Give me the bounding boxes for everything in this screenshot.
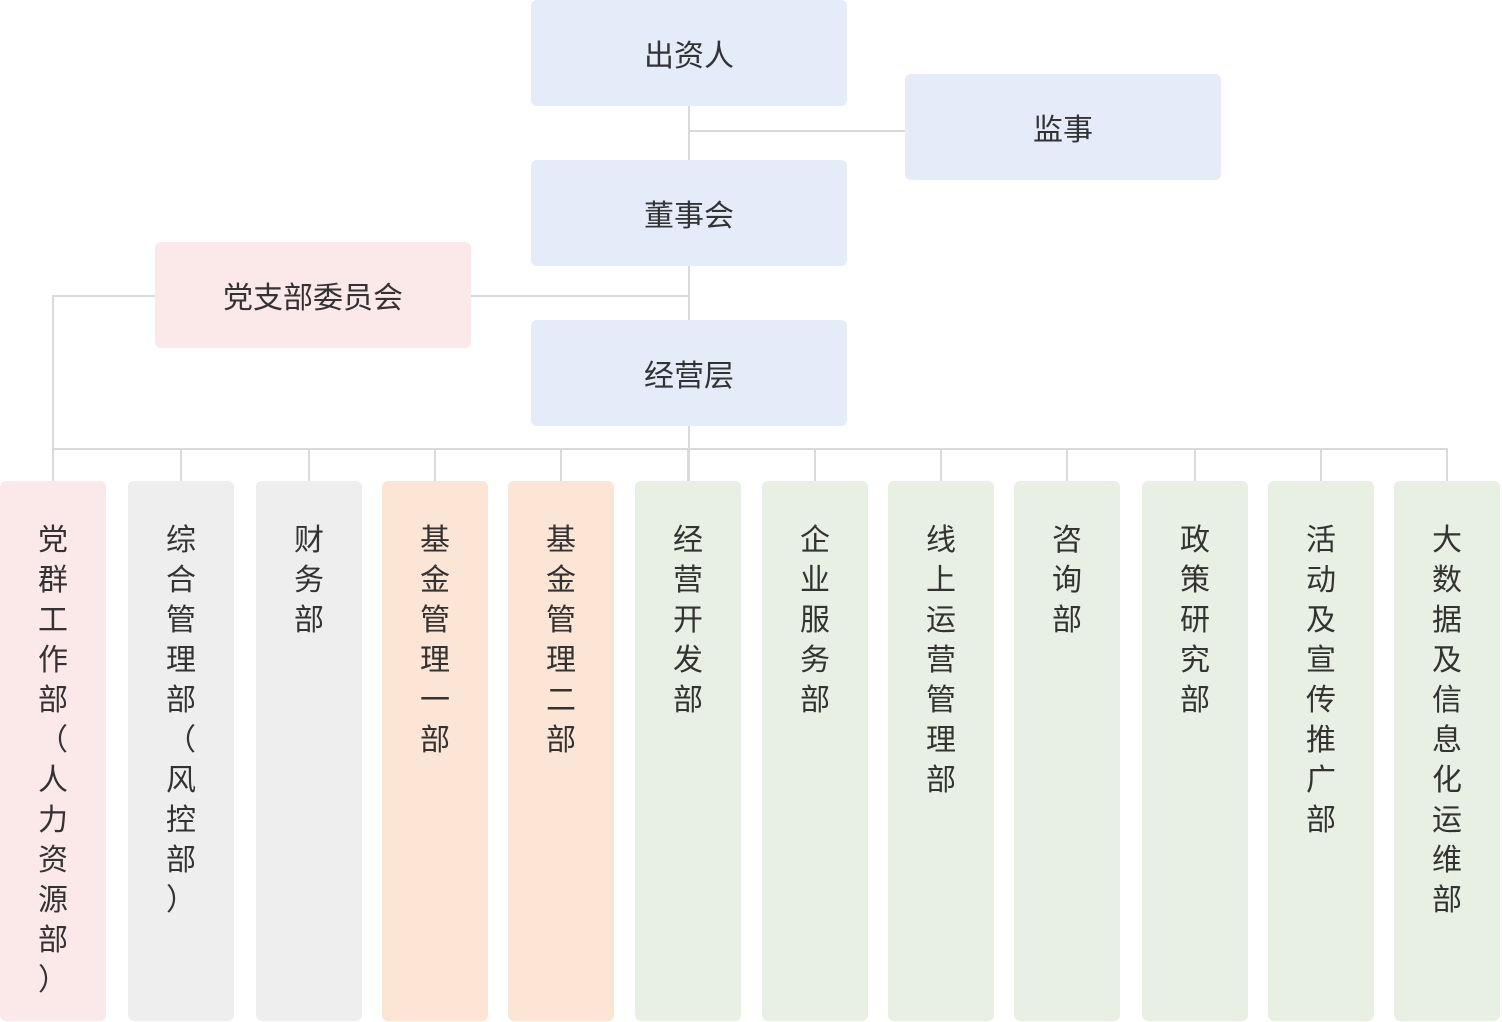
node-investor[interactable]: 出资人 — [531, 0, 847, 106]
node-investor-label: 出资人 — [644, 39, 734, 74]
connector-departments-bus — [52, 448, 1448, 450]
connector-department-drop — [687, 448, 689, 481]
department-label: 综合管理部（风控部） — [166, 523, 196, 918]
department-label: 线上运营管理部 — [926, 523, 956, 798]
department-label: 基金管理一部 — [420, 523, 450, 758]
node-management[interactable]: 经营层 — [531, 320, 847, 426]
connector-department-drop — [52, 448, 54, 481]
department-label: 党群工作部（人力资源部） — [38, 523, 68, 998]
department-label: 政策研究部 — [1180, 523, 1210, 718]
department-label: 财务部 — [294, 523, 324, 638]
connector-management-down — [688, 426, 690, 481]
connector-party-committee-left — [52, 295, 156, 297]
node-board-label: 董事会 — [644, 199, 734, 234]
node-party-committee-label: 党支部委员会 — [223, 281, 403, 316]
connector-department-drop — [1446, 448, 1448, 481]
connector-department-drop — [560, 448, 562, 481]
department-box[interactable]: 党群工作部（人力资源部） — [0, 481, 106, 1021]
department-box[interactable]: 经营开发部 — [635, 481, 741, 1021]
department-box[interactable]: 咨询部 — [1014, 481, 1120, 1021]
connector-department-drop — [1066, 448, 1068, 481]
department-label: 基金管理二部 — [546, 523, 576, 758]
node-board[interactable]: 董事会 — [531, 160, 847, 266]
department-box[interactable]: 政策研究部 — [1142, 481, 1248, 1021]
department-box[interactable]: 综合管理部（风控部） — [128, 481, 234, 1021]
node-supervisor[interactable]: 监事 — [905, 74, 1221, 180]
department-box[interactable]: 活动及宣传推广部 — [1268, 481, 1374, 1021]
department-label: 活动及宣传推广部 — [1306, 523, 1336, 838]
department-box[interactable]: 企业服务部 — [762, 481, 868, 1021]
connector-supervisor — [689, 130, 905, 132]
department-box[interactable]: 基金管理二部 — [508, 481, 614, 1021]
node-supervisor-label: 监事 — [1033, 113, 1093, 148]
connector-department-drop — [814, 448, 816, 481]
connector-board-management — [688, 266, 690, 321]
connector-department-drop — [940, 448, 942, 481]
connector-party-committee-right — [470, 295, 689, 297]
department-label: 经营开发部 — [673, 523, 703, 718]
department-label: 咨询部 — [1052, 523, 1082, 638]
department-box[interactable]: 财务部 — [256, 481, 362, 1021]
connector-party-committee-down — [52, 295, 54, 481]
connector-department-drop — [1320, 448, 1322, 481]
department-box[interactable]: 大数据及信息化运维部 — [1394, 481, 1500, 1021]
department-label: 企业服务部 — [800, 523, 830, 718]
connector-investor-board — [688, 106, 690, 161]
connector-department-drop — [434, 448, 436, 481]
node-party-committee[interactable]: 党支部委员会 — [155, 242, 471, 348]
department-box[interactable]: 线上运营管理部 — [888, 481, 994, 1021]
node-management-label: 经营层 — [644, 359, 734, 394]
connector-department-drop — [308, 448, 310, 481]
department-label: 大数据及信息化运维部 — [1432, 523, 1462, 918]
department-box[interactable]: 基金管理一部 — [382, 481, 488, 1021]
connector-department-drop — [1194, 448, 1196, 481]
connector-department-drop — [180, 448, 182, 481]
